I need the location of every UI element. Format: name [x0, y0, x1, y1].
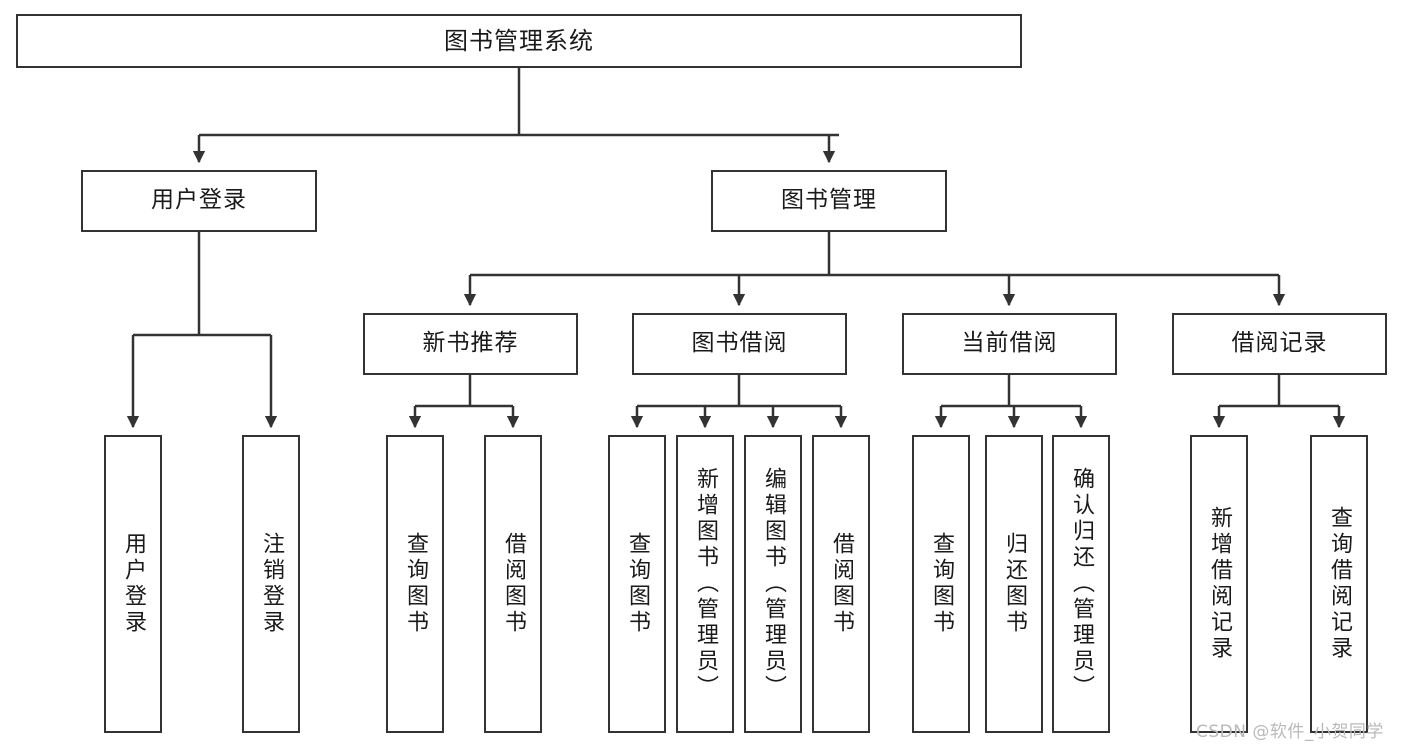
- node-new-book-recommendation[interactable]: 新书推荐: [363, 313, 578, 375]
- csdn-watermark: CSDN @软件_小贺同学: [1196, 722, 1384, 742]
- leaf-query-book-current[interactable]: 查询图书: [912, 435, 970, 733]
- leaf-borrow-book[interactable]: 借阅图书: [812, 435, 870, 733]
- leaf-user-login[interactable]: 用户登录: [104, 435, 162, 733]
- leaf-borrow-book-recommendation[interactable]: 借阅图书: [484, 435, 542, 733]
- leaf-query-book-recommendation[interactable]: 查询图书: [386, 435, 444, 733]
- leaf-return-book[interactable]: 归还图书: [985, 435, 1043, 733]
- leaf-query-book-borrow[interactable]: 查询图书: [608, 435, 666, 733]
- node-current-borrow[interactable]: 当前借阅: [902, 313, 1117, 375]
- node-book-management[interactable]: 图书管理: [711, 170, 947, 232]
- leaf-add-borrow-record[interactable]: 新增借阅记录: [1190, 435, 1248, 733]
- leaf-add-book-admin[interactable]: 新增图书（管理员）: [676, 435, 734, 733]
- node-borrow-record[interactable]: 借阅记录: [1172, 313, 1387, 375]
- leaf-confirm-return-admin[interactable]: 确认归还（管理员）: [1052, 435, 1110, 733]
- node-user-login[interactable]: 用户登录: [81, 170, 317, 232]
- leaf-query-borrow-record[interactable]: 查询借阅记录: [1310, 435, 1368, 733]
- leaf-edit-book-admin[interactable]: 编辑图书（管理员）: [744, 435, 802, 733]
- leaf-logout[interactable]: 注销登录: [242, 435, 300, 733]
- node-book-borrow[interactable]: 图书借阅: [632, 313, 847, 375]
- node-root-book-management-system[interactable]: 图书管理系统: [16, 14, 1022, 68]
